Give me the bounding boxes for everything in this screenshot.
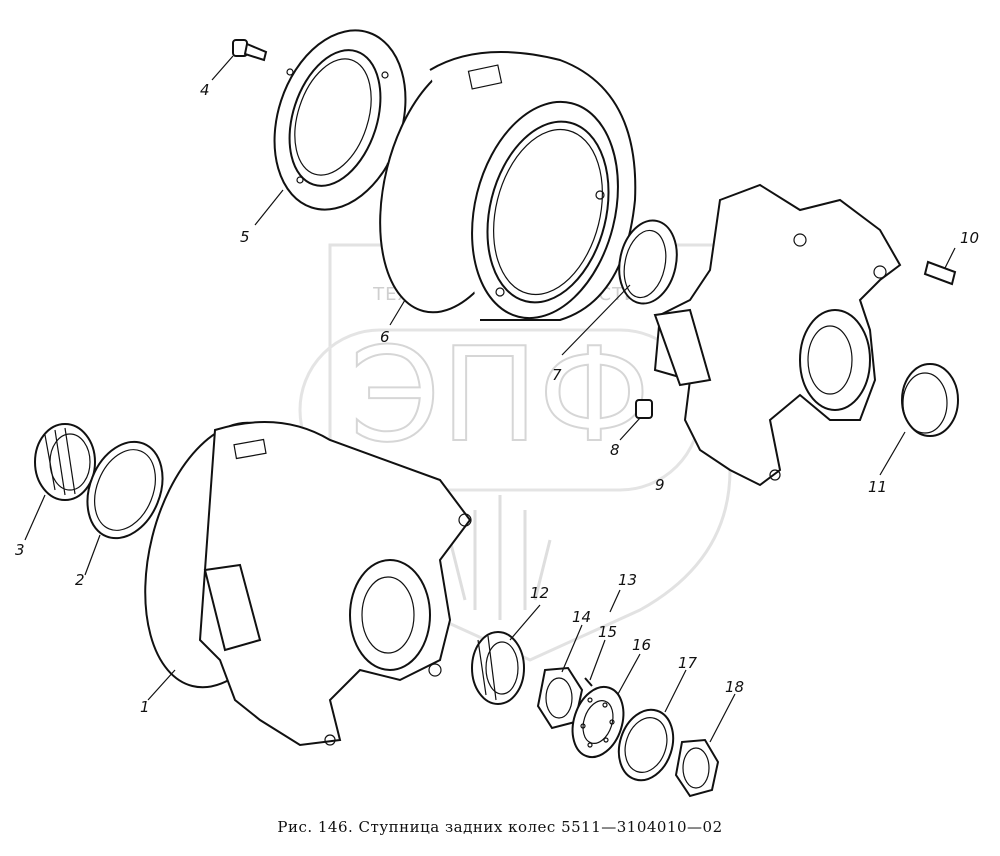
part-12-roller-bearing [471,631,525,705]
part-18-nut [674,738,720,798]
callout-5: 5 [240,228,250,246]
callout-8: 8 [610,441,620,459]
callout-10: 10 [960,229,979,247]
part-5-cover-plate [273,29,407,211]
callout-6: 6 [380,328,390,346]
leader-lines [24,55,956,743]
callout-7: 7 [552,366,562,384]
callout-16: 16 [632,636,651,654]
watermark-letters: ЭПФ [350,319,650,471]
part-14-nut [536,666,584,730]
callout-15: 15 [598,623,617,641]
callout-labels: 1 2 3 4 5 6 7 8 9 10 11 12 13 14 15 16 1… [15,81,979,716]
callout-17: 17 [678,654,698,672]
part-4-bolt [232,39,268,62]
part-2-ring [86,440,164,540]
part-8-nut [635,399,653,419]
right-hub-housing [653,183,902,487]
part-3-roller-bearing [34,423,96,501]
part-17-washer [617,708,675,782]
callout-9: 9 [655,476,665,494]
figure-caption: Рис. 146. Ступница задних колес 5511—310… [277,818,723,836]
part-10-stud [923,260,957,286]
callout-13: 13 [618,571,637,589]
part-7-ring [618,219,678,305]
callout-3: 3 [15,541,25,559]
part-16-lock-washer [571,685,625,759]
callout-2: 2 [75,571,85,589]
watermark: ЭПФ ТЕХНИКА ЗАПЧАСТИ [298,243,732,662]
part-6-brake-drum [379,51,637,321]
part-1-hub-assembly [144,421,472,747]
callout-18: 18 [725,678,744,696]
callout-4: 4 [200,81,210,99]
callout-12: 12 [530,584,549,602]
part-11-bearing-race [901,363,959,437]
callout-1: 1 [140,698,150,716]
callout-14: 14 [572,608,591,626]
callout-11: 11 [868,478,887,496]
part-15-pin [584,677,593,687]
